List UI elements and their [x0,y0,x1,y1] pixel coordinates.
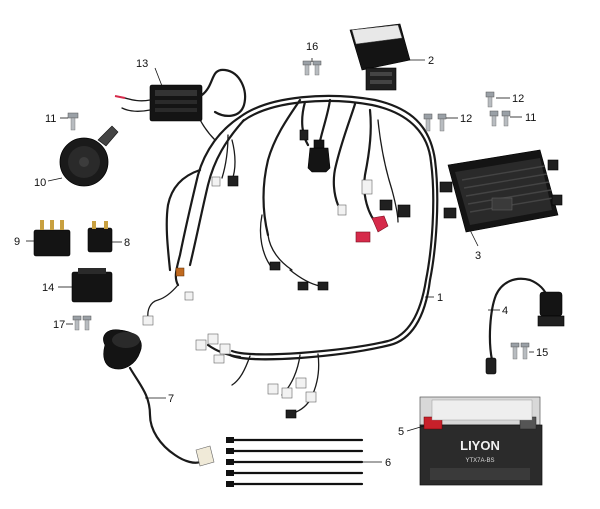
red-connector-a [371,215,389,233]
callout-14: 14 [42,282,54,294]
callout-8: 8 [124,237,130,249]
callout-7: 7 [168,393,174,405]
wiring-harness [147,94,439,415]
cdi-unit-2 [349,23,411,91]
sensor-7 [103,329,215,467]
callout-15: 15 [536,347,548,359]
ignition-coil-4 [485,277,565,375]
callout-16: 16 [306,41,318,53]
callout-3: 3 [475,250,481,262]
cable-ties-6 [226,437,364,487]
callout-11a: 11 [45,113,56,125]
callout-9: 9 [14,236,20,248]
callout-1: 1 [437,292,443,304]
bolt-11a [67,112,79,131]
callout-11b: 11 [525,112,536,124]
bolt-11b-pair [489,110,511,127]
callout-4: 4 [502,305,508,317]
harness-connectors [142,129,411,419]
callout-13: 13 [136,58,148,70]
battery-5: LIYON YTX7A-BS [419,396,543,486]
bolt-12b [485,91,495,108]
relay-block-14 [71,268,113,303]
horn-10 [59,125,119,187]
ecu-3 [439,149,563,233]
relay-8 [87,221,113,253]
callout-17: 17 [53,319,65,331]
callout-numbers: 13 16 2 11 12 12 11 10 9 8 3 14 1 4 17 1… [14,41,548,469]
control-module-13 [114,68,247,122]
bolt-16-pair [302,60,322,76]
relay-9 [33,220,71,257]
red-connector-b [355,231,371,243]
callout-12b: 12 [512,93,524,105]
battery-brand: LIYON [460,438,500,453]
leader-lines [26,58,534,463]
battery-model: YTX7A-BS [465,458,494,464]
callout-10: 10 [34,177,46,189]
callout-5: 5 [398,426,404,438]
callout-2: 2 [428,55,434,67]
bolt-17-pair [72,315,92,331]
callout-6: 6 [385,457,391,469]
bolt-12a-pair [423,113,447,132]
callout-12a: 12 [460,113,472,125]
bolt-15-pair [510,342,530,360]
